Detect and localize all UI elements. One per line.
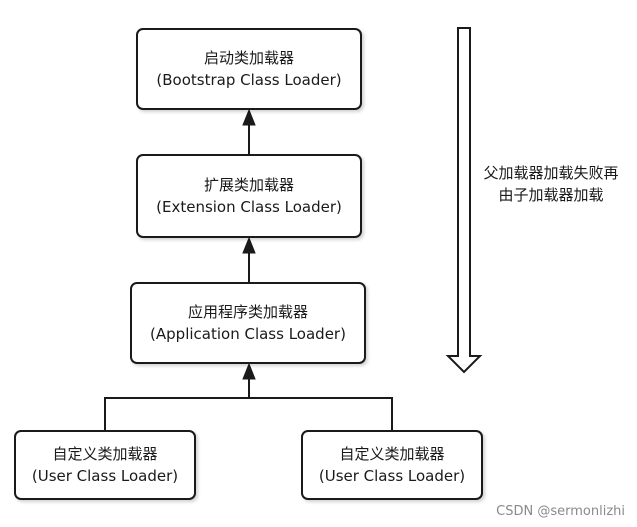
watermark: CSDN @sermonlizhi: [496, 504, 625, 519]
delegation-note-line-2: 由子加载器加载: [498, 186, 604, 204]
node-title: 扩展类加载器: [203, 176, 294, 194]
delegation-direction-arrow: [445, 27, 483, 374]
user-class-loader-node-right: 自定义类加载器 (User Class Loader): [301, 430, 483, 500]
delegation-note: 父加载器加载失败再 由子加载器加载: [470, 162, 632, 206]
bootstrap-class-loader-node: 启动类加载器 (Bootstrap Class Loader): [136, 28, 362, 110]
edge-user-right-to-application: [249, 397, 393, 430]
node-title: 自定义类加载器: [52, 445, 158, 463]
user-class-loader-node-left: 自定义类加载器 (User Class Loader): [14, 430, 196, 500]
arrowhead-application: [242, 362, 256, 380]
node-title: 自定义类加载器: [339, 445, 445, 463]
edge-user-left-to-application: [104, 397, 249, 430]
arrowhead-bootstrap: [242, 108, 256, 126]
node-title: 应用程序类加载器: [187, 303, 308, 321]
extension-class-loader-node: 扩展类加载器 (Extension Class Loader): [136, 154, 362, 238]
arrowhead-extension: [242, 236, 256, 254]
node-subtitle: (User Class Loader): [318, 467, 466, 485]
node-subtitle: (Extension Class Loader): [156, 198, 342, 216]
delegation-note-line-1: 父加载器加载失败再: [483, 164, 619, 182]
node-subtitle: (User Class Loader): [31, 467, 179, 485]
node-subtitle: (Application Class Loader): [150, 325, 346, 343]
application-class-loader-node: 应用程序类加载器 (Application Class Loader): [130, 282, 366, 364]
node-title: 启动类加载器: [203, 49, 294, 67]
node-subtitle: (Bootstrap Class Loader): [156, 71, 342, 89]
